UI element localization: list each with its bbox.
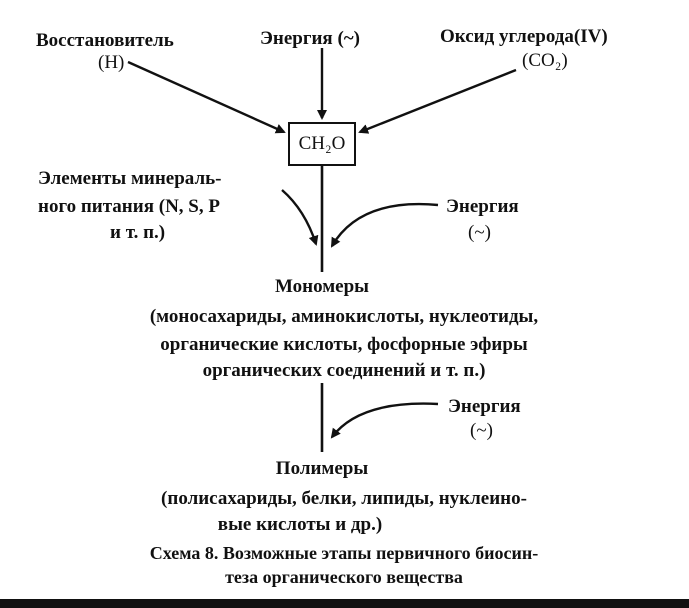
energy-right-2-symbol: (~) [470, 420, 493, 441]
monomers-line-2: органические кислоты, фосфорные эфиры [160, 334, 528, 355]
monomers-line-3: органических соединений и т. п.) [202, 360, 486, 381]
energy-top-label: Энергия (~) [260, 28, 360, 49]
reducer-label: Восстановитель [36, 30, 174, 51]
arrow-co2-to-ch2o [358, 68, 517, 134]
energy-right-1-symbol: (~) [468, 222, 491, 243]
polymers-line-1: (полисахариды, белки, липиды, нуклеино- [161, 488, 527, 509]
mineral-line-3: и т. п.) [110, 222, 166, 243]
arrow-energy1-to-line [330, 202, 439, 248]
arrow-mineral-to-line [281, 189, 319, 246]
mineral-line-2: ного питания (N, S, P [38, 196, 220, 217]
ch2o-formula: CH₂O [298, 133, 346, 154]
energy-right-1-label: Энергия [446, 196, 519, 217]
oxide-label: Оксид углерода(IV) [440, 26, 608, 47]
oxide-formula: (CO₂) [522, 50, 568, 71]
monomers-line-1: (моносахариды, аминокислоты, нуклеотиды, [149, 306, 539, 327]
arrow-energy2-to-line [330, 402, 439, 439]
bottom-border [0, 599, 689, 608]
energy-right-2-label: Энергия [448, 396, 521, 417]
reducer-symbol: (H) [98, 52, 125, 73]
arrow-reducer-to-ch2o [127, 60, 286, 134]
polymers-line-2: вые кислоты и др.) [217, 514, 383, 535]
monomers-title: Мономеры [274, 276, 370, 297]
figure-caption-line-2: теза органического вещества [225, 567, 463, 587]
polymers-title: Полимеры [275, 458, 369, 479]
figure-caption-line-1: Схема 8. Возможные этапы первичного биос… [149, 543, 539, 563]
ch2o-box: CH₂O [288, 122, 356, 166]
mineral-line-1: Элементы минераль- [38, 168, 222, 189]
